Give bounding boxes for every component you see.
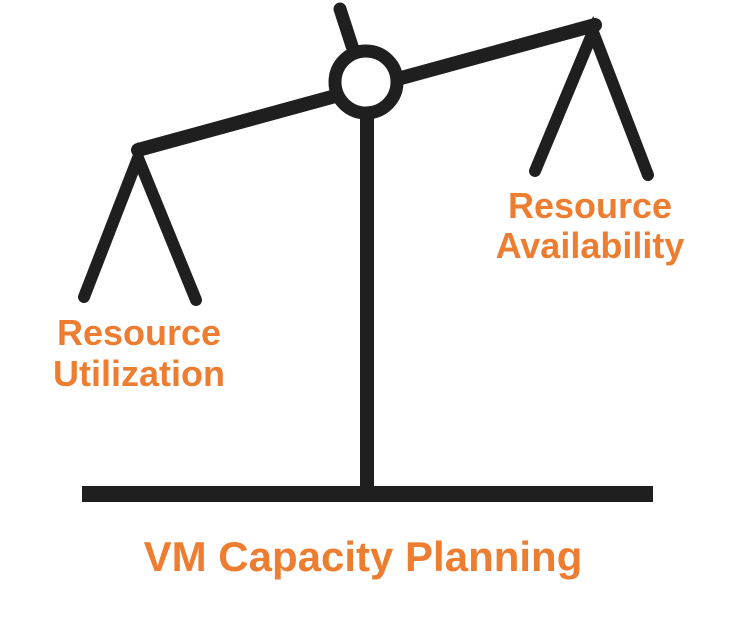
diagram-title: VM Capacity Planning <box>144 533 583 580</box>
left-pan-strings <box>78 141 202 306</box>
left-label-line1: Resource <box>57 312 221 353</box>
balance-scale-icon <box>78 2 654 502</box>
right-label-line1: Resource <box>508 185 672 226</box>
scale-top-handle <box>333 2 359 53</box>
right-label-line2: Availability <box>496 225 685 266</box>
left-label-line2: Utilization <box>53 353 225 394</box>
right-pan-strings <box>529 15 654 181</box>
scale-pivot <box>328 44 404 120</box>
